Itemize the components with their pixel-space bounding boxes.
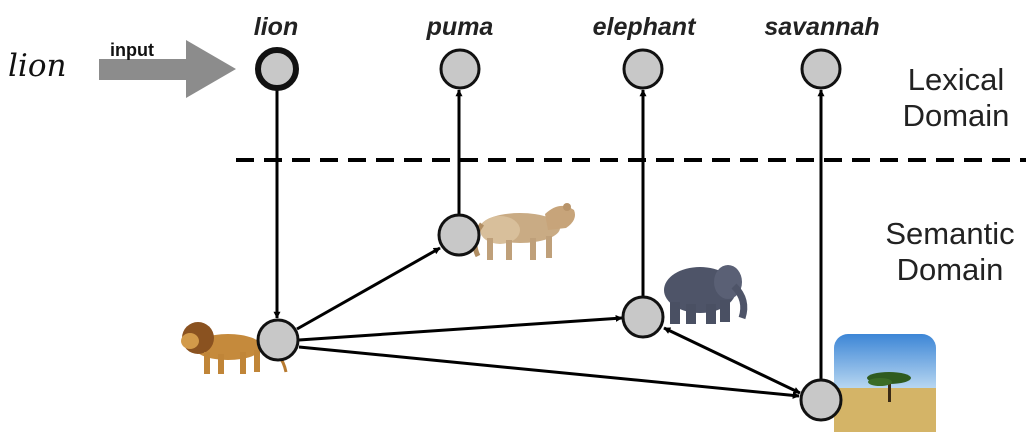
node-semantic-puma [437, 213, 481, 257]
word-savannah: savannah [764, 13, 879, 41]
node-lexical-puma [439, 48, 481, 90]
node-semantic-lion [256, 318, 300, 362]
lexical-domain-label-line2: Domain [903, 98, 1010, 133]
puma-image [472, 203, 575, 260]
word-elephant: elephant [593, 13, 697, 41]
edge-lion-to-savannah [298, 345, 800, 399]
lexical-domain-label-line1: Lexical [908, 62, 1005, 97]
word-lion: lion [254, 13, 298, 41]
savannah-image [834, 334, 936, 432]
node-semantic-savannah [799, 378, 843, 422]
node-lexical-lion [255, 47, 299, 91]
input-word: lion [8, 48, 66, 84]
input-label: input [110, 40, 154, 60]
input-arrow [99, 40, 236, 98]
edge-lion-to-elephant [298, 314, 623, 342]
edge-lion-to-puma [296, 246, 441, 331]
edge-elephant-savannah [663, 326, 801, 395]
node-semantic-elephant [621, 295, 665, 339]
lion-image [181, 322, 288, 374]
semantic-domain-label-line2: Domain [897, 252, 1004, 287]
semantic-domain-label-line1: Semantic [885, 216, 1014, 251]
node-lexical-elephant [622, 48, 664, 90]
elephant-image [664, 265, 748, 324]
node-lexical-savannah [800, 48, 842, 90]
word-puma: puma [426, 13, 494, 41]
